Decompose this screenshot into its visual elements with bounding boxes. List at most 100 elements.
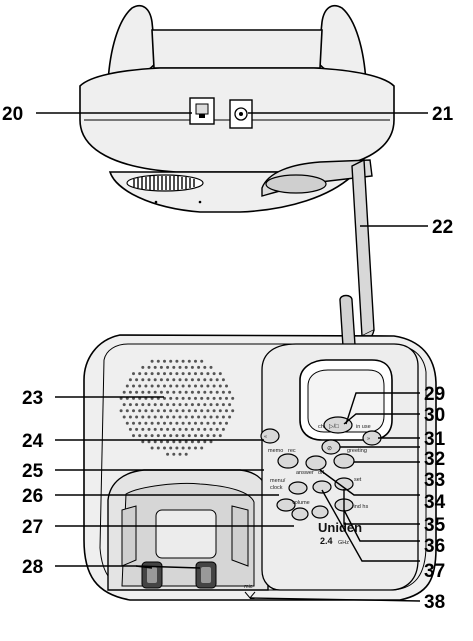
- speaker-hole: [175, 409, 179, 413]
- speaker-hole: [194, 384, 197, 388]
- leader-lines: [36, 112, 428, 602]
- speaker-hole: [184, 378, 188, 382]
- speaker-hole: [197, 378, 201, 382]
- callout-37: 37: [424, 561, 445, 582]
- speaker-hole: [153, 403, 157, 407]
- speaker-hole: [206, 434, 210, 438]
- speaker-hole: [159, 427, 163, 431]
- speaker-hole: [215, 415, 219, 419]
- volume-down-button[interactable]: [291, 507, 309, 521]
- base-rear-view: [79, 4, 395, 341]
- speaker-hole: [166, 452, 170, 456]
- speaker-hole: [203, 378, 207, 382]
- play-stop-button[interactable]: ▷/□: [323, 416, 353, 434]
- speaker-hole: [166, 415, 170, 419]
- greeting-label: greeting: [347, 448, 367, 454]
- speaker-hole: [132, 409, 135, 413]
- speaker-hole: [215, 427, 219, 431]
- speaker-hole: [163, 409, 166, 413]
- memo-rec-button[interactable]: memo rec: [268, 448, 299, 469]
- speaker-hole: [178, 390, 182, 394]
- answer-off-button[interactable]: answer off: [296, 455, 327, 476]
- speaker-hole: [147, 365, 151, 369]
- callout-20: 20: [2, 104, 23, 125]
- speaker-hole: [172, 452, 176, 456]
- speaker-hole: [225, 384, 228, 388]
- speaker-hole: [128, 427, 132, 431]
- speaker-hole: [132, 421, 135, 425]
- speaker-hole: [163, 384, 166, 388]
- speaker-hole: [156, 384, 160, 388]
- speaker-hole: [166, 365, 170, 369]
- menu-clock-button[interactable]: menu/ clock: [270, 478, 308, 495]
- speaker-hole: [172, 390, 176, 394]
- speaker-hole: [178, 452, 182, 456]
- speaker-hole: [187, 384, 191, 388]
- speaker-hole: [221, 378, 225, 382]
- speaker-hole: [175, 372, 179, 376]
- speaker-hole: [209, 365, 213, 369]
- off-label: off: [318, 470, 324, 476]
- speaker-hole: [197, 403, 201, 407]
- speaker-hole: [150, 359, 154, 363]
- speaker-hole: [138, 384, 142, 388]
- speaker-hole: [194, 409, 197, 413]
- speaker-hole: [169, 384, 173, 388]
- speaker-hole: [215, 378, 219, 382]
- speaker-hole: [197, 440, 201, 444]
- speaker-hole: [153, 378, 157, 382]
- speaker-hole: [163, 446, 166, 450]
- speaker-hole: [231, 409, 235, 413]
- speaker-hole: [163, 372, 166, 376]
- speaker-hole: [203, 390, 207, 394]
- nav-up-button[interactable]: [312, 480, 332, 494]
- speaker-hole: [184, 427, 188, 431]
- speaker-hole: [172, 440, 176, 444]
- delete-button[interactable]: ⊘: [321, 439, 341, 455]
- speaker-hole: [178, 403, 182, 407]
- speaker-hole: [156, 446, 160, 450]
- speaker-hole: [175, 446, 179, 450]
- speaker-hole: [209, 390, 213, 394]
- speaker-hole: [135, 378, 139, 382]
- speaker-hole: [166, 427, 170, 431]
- callout-26: 26: [22, 486, 43, 507]
- speaker-hole: [178, 365, 182, 369]
- speaker-hole: [159, 390, 163, 394]
- speaker-hole: [190, 390, 194, 394]
- speaker-hole: [187, 396, 191, 400]
- speaker-hole: [147, 390, 151, 394]
- speaker-hole: [159, 378, 163, 382]
- greeting-button[interactable]: greeting: [333, 448, 367, 469]
- nav-down-button[interactable]: [276, 498, 296, 512]
- volume-up-button[interactable]: volume: [292, 500, 329, 519]
- speaker-hole: [181, 384, 185, 388]
- callout-29: 29: [424, 384, 445, 405]
- charging-contacts: [141, 561, 217, 589]
- speaker-hole: [218, 409, 222, 413]
- speaker-hole: [150, 384, 154, 388]
- in-use-label: in use: [356, 424, 371, 430]
- speaker-hole: [200, 372, 204, 376]
- speaker-hole: [125, 409, 129, 413]
- speaker-hole: [141, 403, 145, 407]
- speaker-hole: [135, 403, 139, 407]
- speaker-hole: [197, 415, 201, 419]
- speaker-hole: [203, 427, 207, 431]
- speaker-hole: [200, 359, 204, 363]
- speaker-hole: [187, 409, 191, 413]
- callout-32: 32: [424, 449, 445, 470]
- speaker-hole: [141, 415, 145, 419]
- speaker-hole: [166, 403, 170, 407]
- speaker-hole: [190, 427, 194, 431]
- callout-35: 35: [424, 515, 446, 536]
- skip-back-button[interactable]: «: [260, 428, 280, 444]
- speaker-hole: [132, 372, 135, 376]
- speaker-hole: [200, 384, 204, 388]
- speaker-hole: [225, 421, 228, 425]
- speaker-hole: [215, 390, 219, 394]
- speaker-hole: [159, 440, 163, 444]
- answer-label: answer: [296, 470, 314, 476]
- speaker-hole: [212, 409, 216, 413]
- speaker-hole: [153, 390, 157, 394]
